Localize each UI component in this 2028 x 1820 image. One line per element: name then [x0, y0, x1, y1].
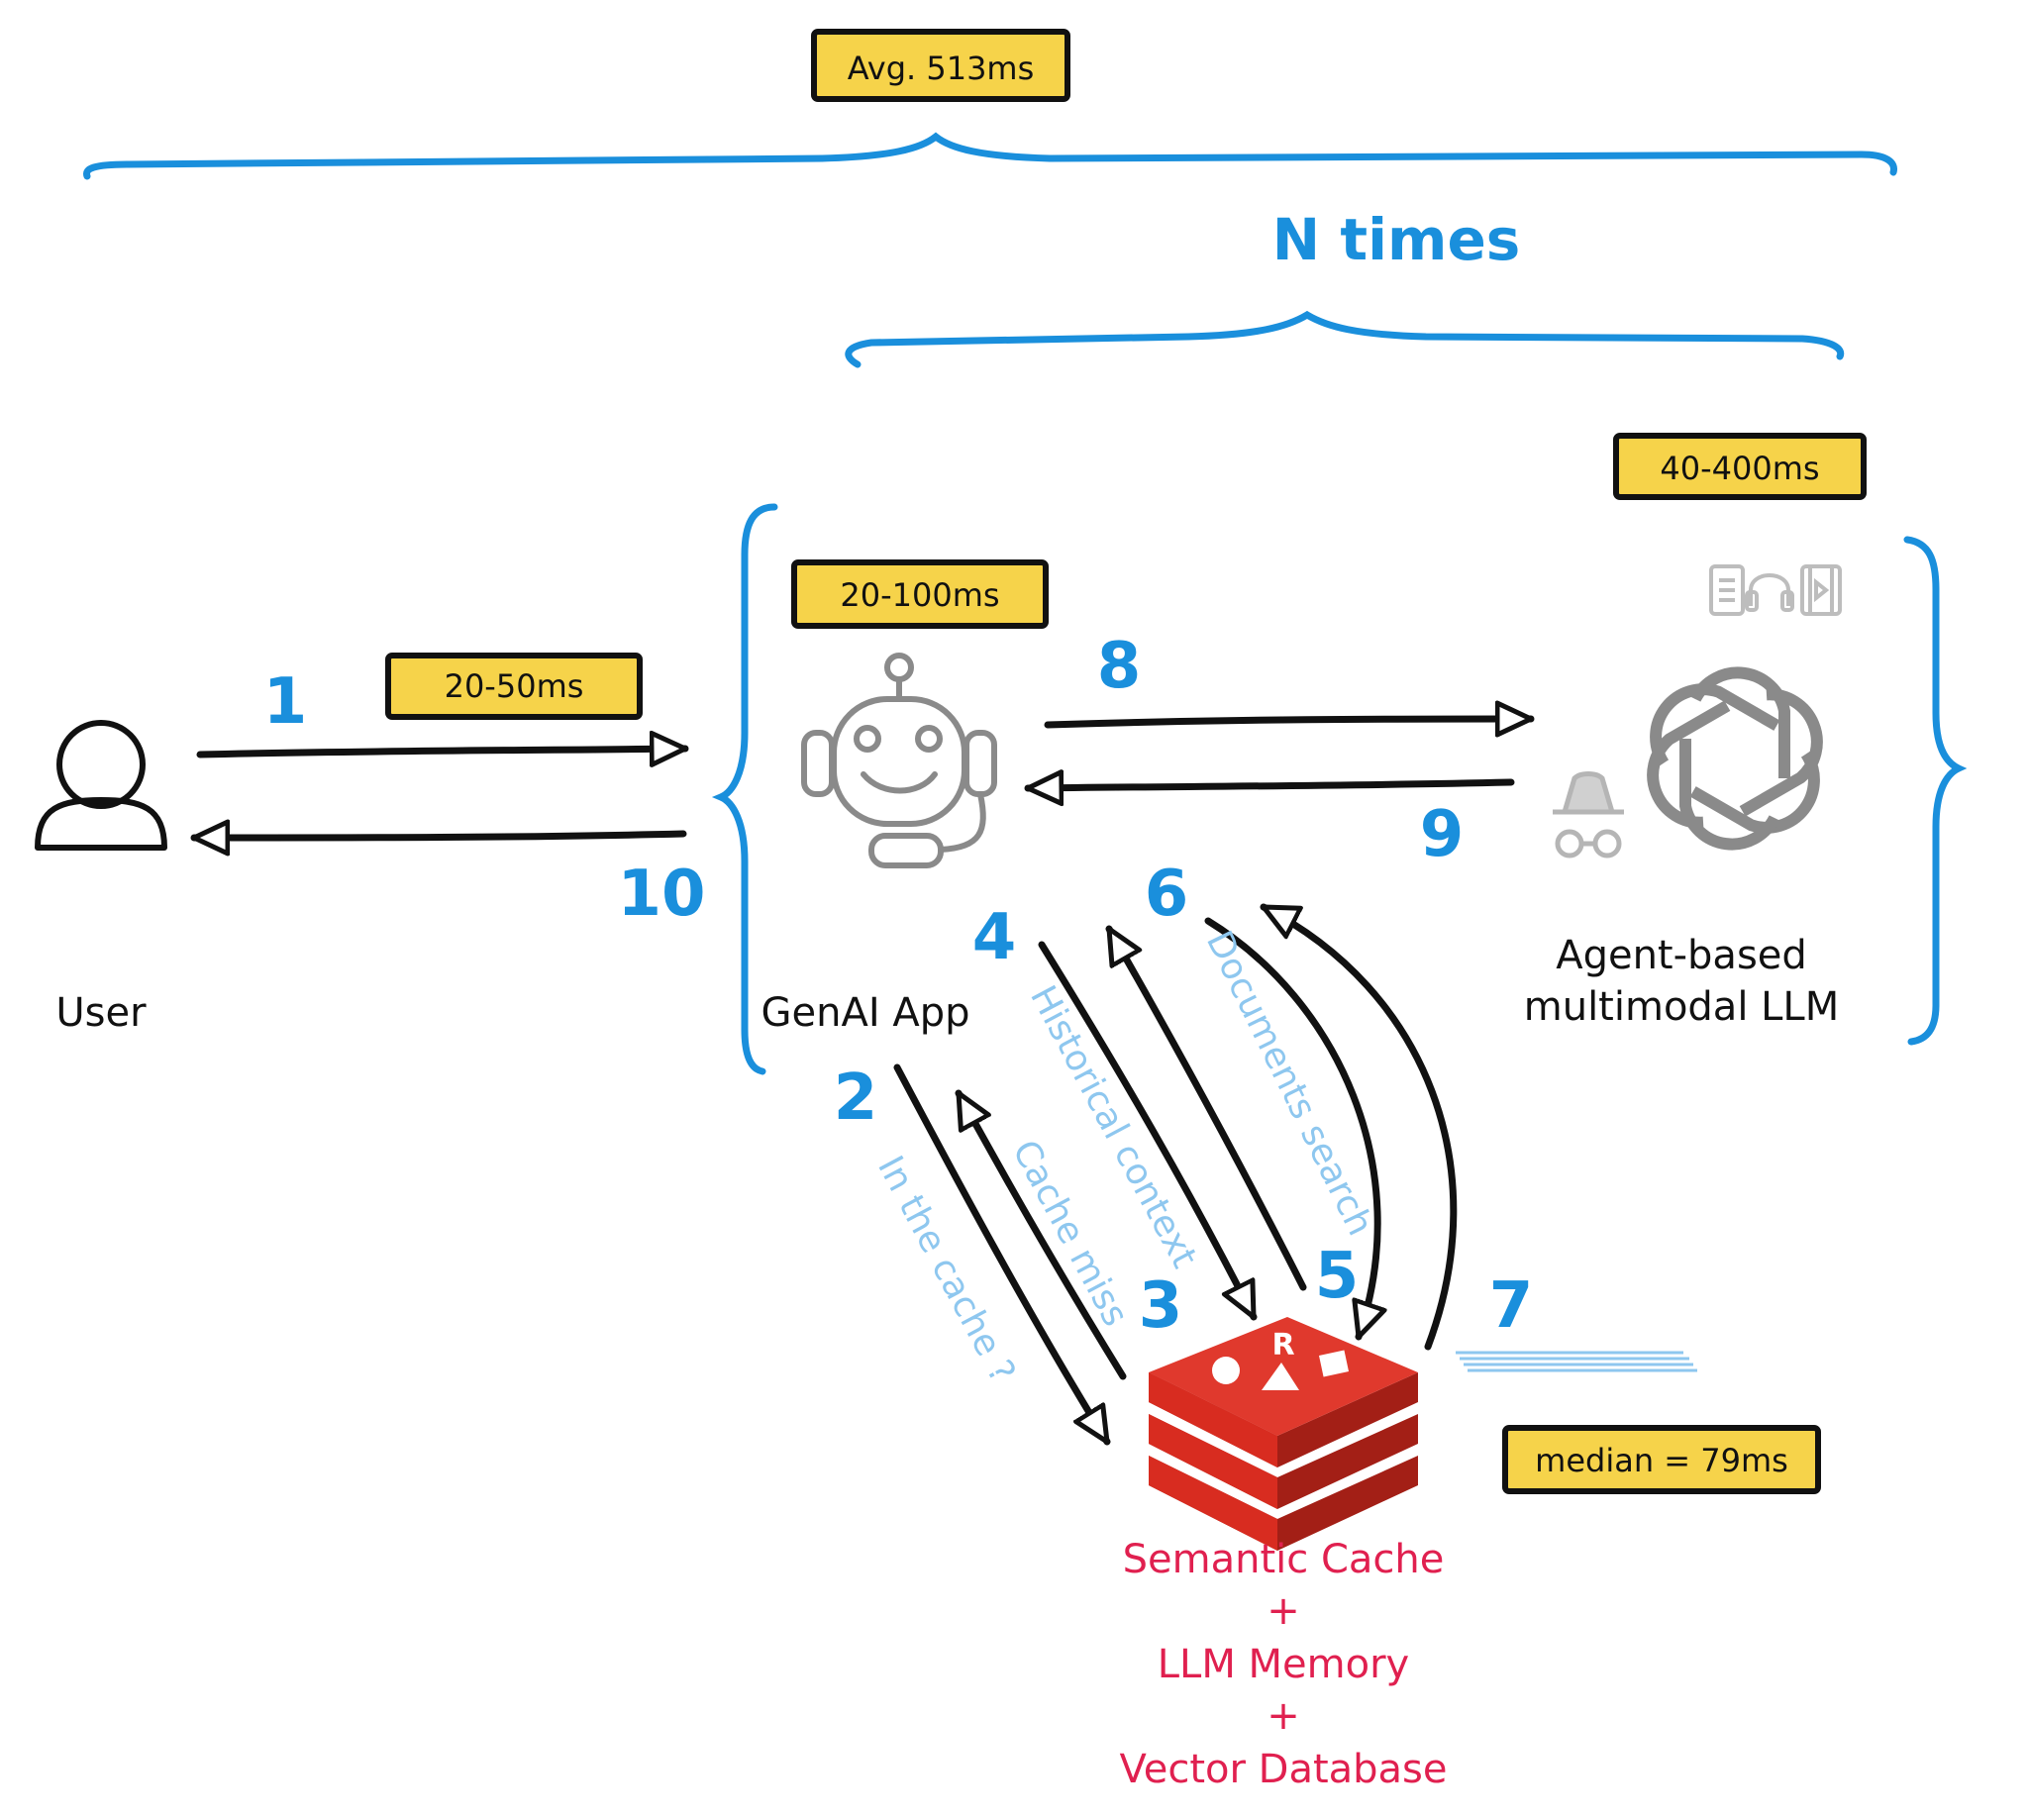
app-label: GenAI App: [761, 990, 970, 1036]
n-times-brace: [845, 310, 1845, 368]
median-latency-badge: median = 79ms: [1502, 1425, 1821, 1494]
arrow-user-to-app: [196, 749, 689, 755]
right-curly-brace: [1903, 536, 1968, 1046]
redis-stack-icon: R: [1149, 1317, 1418, 1551]
step-6: 6: [1145, 858, 1189, 931]
arrow-app-to-cache-2: [893, 1063, 1111, 1446]
user-icon: [35, 720, 167, 851]
step-1: 1: [263, 665, 308, 739]
spy-agent-icon: [1553, 771, 1624, 859]
step-7: 7: [1489, 1269, 1534, 1343]
left-curly-brace: [711, 503, 778, 1075]
vector-hatch: [1456, 1351, 1697, 1372]
avg-latency-text: Avg. 513ms: [848, 50, 1035, 87]
openai-logo-icon: [1647, 666, 1823, 851]
app-latency-text: 20-100ms: [840, 576, 999, 614]
store-plus-2: +: [1267, 1693, 1300, 1739]
arrow-app-to-user: [190, 834, 687, 838]
user-latency-text: 20-50ms: [445, 667, 584, 705]
store-label-line3: Vector Database: [1119, 1747, 1447, 1792]
arrow-app-to-memory-4: [1038, 941, 1258, 1321]
arrow-app-to-llm: [1044, 719, 1535, 725]
user-latency-badge: 20-50ms: [385, 653, 643, 720]
arrow-vector-to-app-7: [1260, 903, 1458, 1351]
svg-text:R: R: [1271, 1328, 1294, 1363]
app-latency-badge: 20-100ms: [791, 559, 1049, 629]
step-10: 10: [617, 858, 705, 931]
step-9: 9: [1420, 798, 1465, 871]
llm-latency-badge: 40-400ms: [1613, 433, 1867, 500]
store-label-line2: LLM Memory: [1158, 1642, 1409, 1687]
step-5: 5: [1315, 1240, 1360, 1313]
step-4: 4: [972, 901, 1017, 974]
store-plus-1: +: [1267, 1588, 1300, 1634]
avg-latency-badge: Avg. 513ms: [811, 29, 1070, 102]
arrow-memory-to-app-5: [1105, 925, 1307, 1291]
step-2: 2: [834, 1062, 878, 1135]
arrow-cache-to-app-3: [955, 1089, 1127, 1380]
step-3: 3: [1139, 1269, 1183, 1343]
overall-brace: [83, 132, 1897, 180]
arrow-app-to-vector-6: [1204, 917, 1377, 1341]
median-latency-text: median = 79ms: [1535, 1442, 1788, 1479]
user-label: User: [55, 990, 147, 1036]
arrow-llm-to-app: [1024, 782, 1515, 788]
step-8: 8: [1097, 630, 1142, 703]
flow-note-in-cache: In the cache ?: [869, 1150, 1023, 1389]
store-label-line1: Semantic Cache: [1123, 1537, 1445, 1582]
llm-label-line1: Agent-based: [1556, 933, 1807, 978]
media-icons: [1709, 564, 1842, 616]
robot-icon: [801, 653, 997, 868]
n-times-label: N times: [1272, 206, 1521, 273]
llm-label-line2: multimodal LLM: [1524, 984, 1839, 1030]
llm-latency-text: 40-400ms: [1660, 450, 1819, 487]
